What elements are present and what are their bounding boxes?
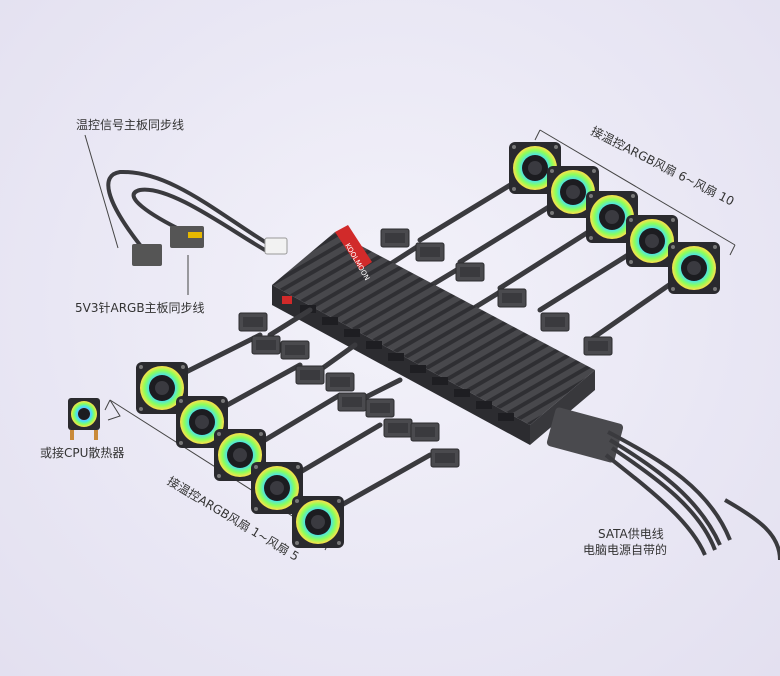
temp-sync-plug	[132, 244, 162, 266]
fan-10	[668, 242, 720, 294]
cpu-cooler	[68, 398, 100, 440]
temp-sync-label: 温控信号主板同步线	[76, 118, 185, 132]
cpu-cooler-label: 或接CPU散热器	[40, 446, 125, 460]
argb-hub: KOOLMOON	[272, 225, 595, 445]
argb-sync-plug	[170, 226, 204, 248]
sata-label-line2: 电脑电源自带的	[583, 543, 668, 557]
argb-sync-label: 5V3针ARGB主板同步线	[75, 301, 205, 315]
fan-5	[292, 496, 344, 548]
sata-label-line1: SATA供电线	[598, 527, 664, 541]
sata-cable	[546, 407, 780, 561]
top-bracket-line	[539, 129, 736, 246]
